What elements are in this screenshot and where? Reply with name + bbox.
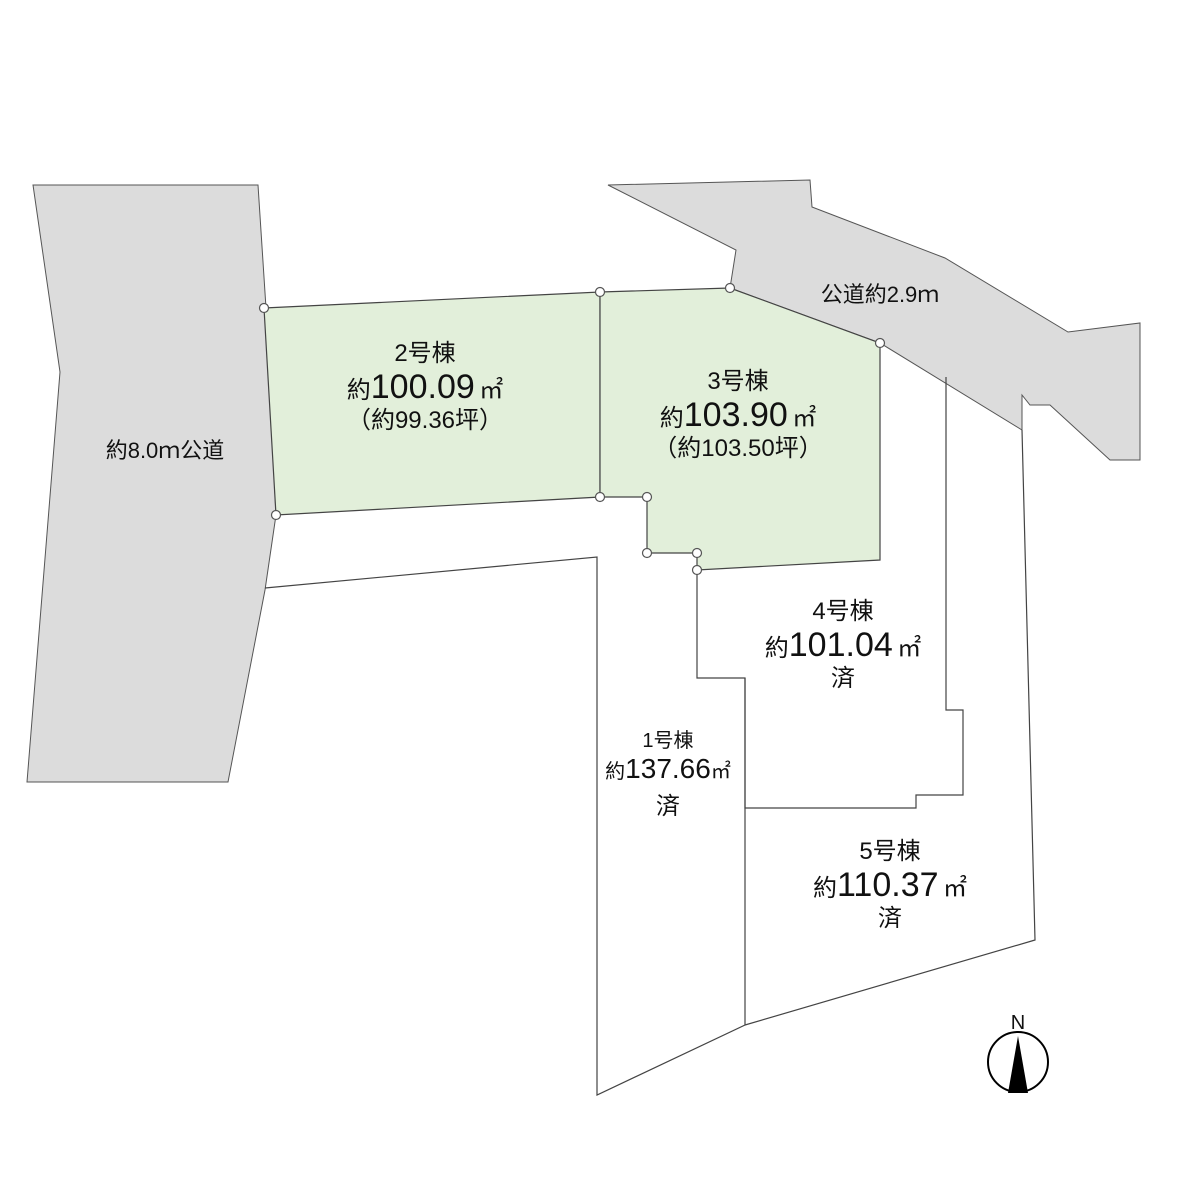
lot-3-label[interactable]: 3号棟 約103.90 ㎡ （約103.50坪）	[653, 368, 822, 462]
lot-name: 2号棟	[394, 340, 456, 367]
lot-area: 137.66	[625, 753, 711, 784]
north-road-label: 公道約2.9ｍ	[820, 282, 940, 307]
lot-area: 103.90	[683, 395, 788, 434]
sold-status: 済	[655, 793, 680, 821]
area-unit: ㎡	[710, 761, 731, 783]
lot-1-boundary	[264, 556, 746, 1096]
lot-4-boundary	[696, 377, 964, 809]
area-prefix: 約	[659, 404, 684, 432]
north-arrow-icon	[987, 1031, 1049, 1093]
north-label: N	[1010, 1012, 1026, 1034]
lot-5-boundary	[744, 429, 1036, 1026]
lot-2-label[interactable]: 2号棟 約100.09 ㎡ （約99.36坪）	[347, 340, 503, 434]
area-prefix: 約	[605, 761, 626, 783]
lot-area: 101.04	[788, 625, 893, 664]
west-road-label: 約8.0ｍ公道	[105, 438, 225, 463]
area-prefix: 約	[764, 634, 789, 662]
lot-name: 5号棟	[859, 838, 921, 865]
lot-area: 100.09	[370, 367, 475, 406]
lot-5-label[interactable]: 5号棟 約110.37 ㎡ 済	[813, 838, 967, 932]
lot-4-label[interactable]: 4号棟 約101.04 ㎡ 済	[765, 598, 921, 692]
sold-status: 済	[877, 904, 902, 932]
lot-name: 4号棟	[812, 598, 874, 625]
boundary-markers	[258, 282, 886, 576]
lot-tsubo: （約99.36坪）	[346, 406, 504, 434]
lot-1-label[interactable]: 1号棟 約137.66㎡ 済	[605, 730, 731, 821]
lot-tsubo: （約103.50坪）	[653, 434, 823, 462]
west-road	[26, 184, 277, 783]
area-prefix: 約	[813, 874, 838, 902]
area-prefix: 約	[346, 376, 371, 404]
area-unit: ㎡	[897, 634, 922, 662]
area-unit: ㎡	[942, 874, 967, 902]
area-unit: ㎡	[792, 404, 817, 432]
lot-name: 3号棟	[707, 368, 769, 395]
lot-name: 1号棟	[642, 730, 694, 752]
lot-area: 110.37	[837, 865, 939, 904]
area-unit: ㎡	[479, 376, 504, 404]
lot-3[interactable]	[599, 287, 881, 571]
sold-status: 済	[830, 664, 855, 692]
